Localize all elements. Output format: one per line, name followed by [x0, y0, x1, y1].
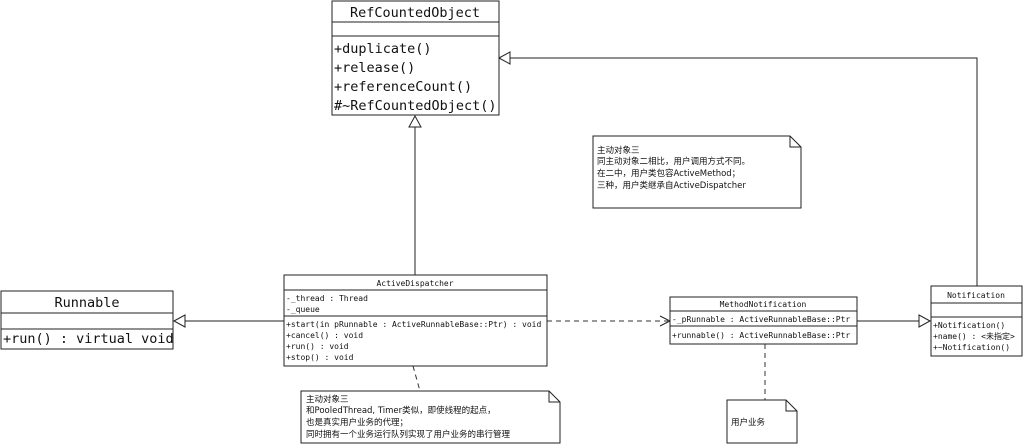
method-start: +start(in pRunnable : ActiveRunnableBase… [286, 320, 541, 329]
method-referencecount: +referenceCount() [334, 79, 472, 95]
class-runnable[interactable]: Runnable +run() : virtual void [0, 290, 174, 350]
class-name-refcountedobject: RefCountedObject [350, 5, 480, 21]
class-name-activedispatcher: ActiveDispatcher [376, 279, 453, 288]
note-dispatcher: 主动对象三 和PooledThread, Timer类似，即使线程的起点， 也是… [300, 390, 561, 444]
method-notification-dtor: +~Notification() [933, 343, 1010, 352]
generalization-arrowhead-runnable [172, 314, 186, 328]
note-anchor-dispatcher [412, 365, 421, 392]
method-run: +run() : void [286, 342, 349, 351]
class-refcountedobject[interactable]: RefCountedObject +duplicate() +release()… [331, 0, 500, 116]
class-name-methodnotification: MethodNotification [720, 300, 807, 309]
note-line: 同时拥有一个业务运行队列实现了用户业务的串行管理 [306, 429, 511, 440]
method-stop: +stop() : void [286, 353, 354, 362]
attribute-prunnable: -_pRunnable : ActiveRunnableBase::Ptr [672, 315, 850, 324]
attribute-queue: -_queue [286, 305, 320, 314]
generalization-notification-refcounted [510, 57, 978, 286]
generalization-arrowhead-notification [918, 314, 932, 328]
note-line: 和PooledThread, Timer类似，即使线程的起点， [306, 405, 496, 416]
method-notification-ctor: +Notification() [933, 321, 1005, 330]
note-line: 用户业务 [731, 417, 766, 428]
note-line: 同主动对象二相比，用户调用方式不同。 [597, 156, 750, 167]
note-line: 在二中，用户类包容ActiveMethod； [597, 168, 740, 179]
note-line: 三种，用户类继承自ActiveDispatcher [597, 180, 746, 191]
class-name-notification: Notification [947, 291, 1005, 300]
generalization-arrowhead-refcounted-a [408, 114, 422, 128]
note-user-business: 用户业务 [726, 399, 798, 444]
class-activedispatcher[interactable]: ActiveDispatcher -_thread : Thread -_que… [283, 274, 548, 367]
method-name: +name() : <未指定> [933, 331, 1015, 341]
note-line: 主动对象三 [597, 145, 640, 156]
note-line: 也是真实用户业务的代理； [306, 417, 408, 428]
generalization-arrowhead-refcounted-b [497, 51, 511, 65]
method-cancel: +cancel() : void [286, 331, 363, 340]
note-active-object-three: 主动对象三 同主动对象二相比，用户调用方式不同。 在二中，用户类包容Active… [592, 135, 802, 209]
class-name-runnable: Runnable [54, 295, 119, 311]
method-run-virtual: +run() : virtual void [3, 331, 174, 347]
note-line: 主动对象三 [306, 394, 349, 405]
method-release: +release() [334, 60, 415, 76]
attribute-thread: -_thread : Thread [286, 294, 368, 303]
method-destructor: #~RefCountedObject() [334, 98, 497, 114]
method-runnable: +runnable() : ActiveRunnableBase::Ptr [672, 331, 850, 340]
class-methodnotification[interactable]: MethodNotification -_pRunnable : ActiveR… [669, 296, 858, 345]
class-notification[interactable]: Notification +Notification() +name() : <… [930, 285, 1023, 357]
method-duplicate: +duplicate() [334, 41, 432, 57]
